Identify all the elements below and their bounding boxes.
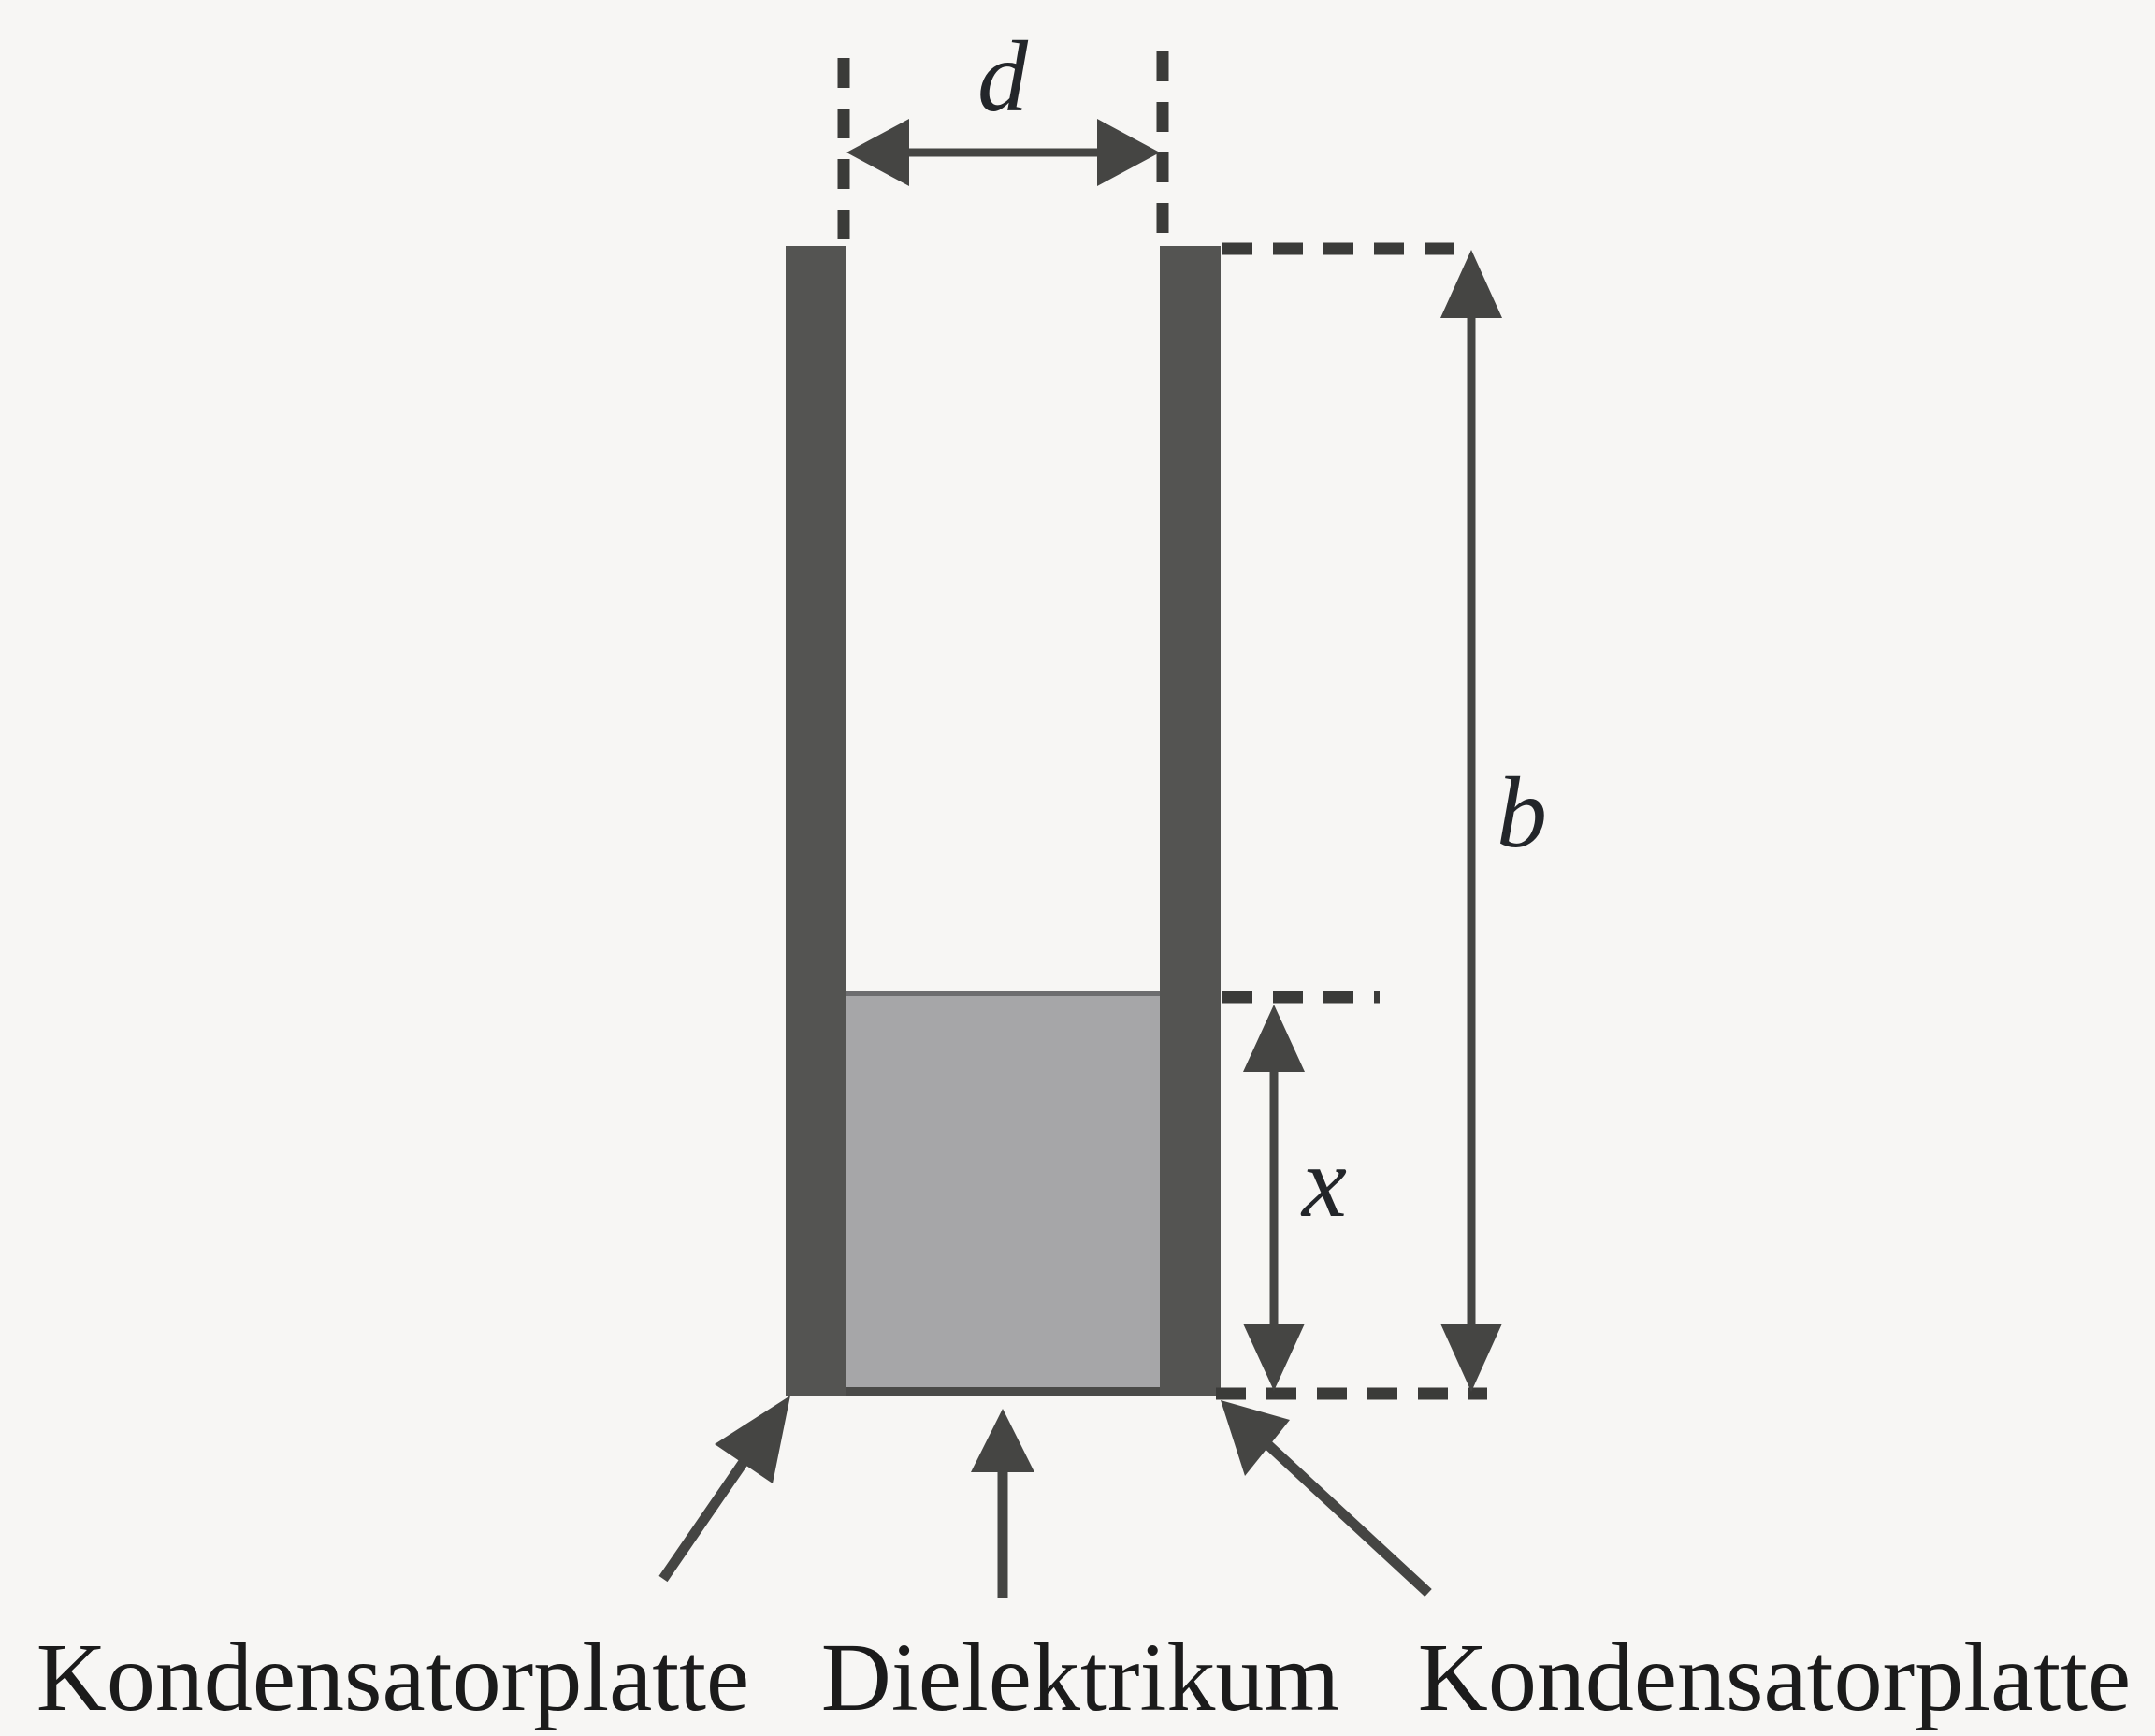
b-dimension-arrow: [1440, 250, 1502, 1392]
dielectric-bottom-line: [842, 1387, 1164, 1396]
b-arrow-top-head-icon: [1440, 250, 1502, 318]
dielectric-callout-head-icon: [971, 1409, 1034, 1472]
right-capacitor-plate: [1160, 246, 1221, 1396]
right-plate-label: Kondensatorplatte: [1418, 1624, 2131, 1731]
left-callout-shaft: [658, 1455, 750, 1583]
x-dimension-arrow: [1243, 1005, 1305, 1391]
left-plate-callout-arrow: [658, 1396, 790, 1583]
d-dimension-arrow: [846, 119, 1160, 186]
left-callout-head-icon: [715, 1396, 790, 1483]
x-arrow-top-head-icon: [1243, 1005, 1305, 1072]
d-dimension-label: d: [977, 22, 1029, 133]
d-arrow-left-head-icon: [846, 119, 909, 186]
dielectric-label: Dielektrikum: [821, 1624, 1340, 1731]
right-callout-head-icon: [1221, 1400, 1290, 1476]
b-dimension-label: b: [1497, 758, 1547, 869]
dielectric-slab: [846, 993, 1160, 1394]
left-plate-label: Kondensatorplatte: [36, 1624, 749, 1731]
left-capacitor-plate: [786, 246, 846, 1396]
x-arrow-bottom-head-icon: [1243, 1324, 1305, 1391]
dielectric-surface-line: [846, 991, 1160, 996]
right-plate-callout-arrow: [1221, 1400, 1432, 1598]
d-arrow-right-head-icon: [1097, 119, 1160, 186]
dielectric-callout-arrow: [971, 1409, 1034, 1598]
right-callout-shaft: [1264, 1439, 1432, 1598]
x-dimension-label: x: [1300, 1127, 1347, 1238]
b-arrow-bottom-head-icon: [1440, 1324, 1502, 1392]
